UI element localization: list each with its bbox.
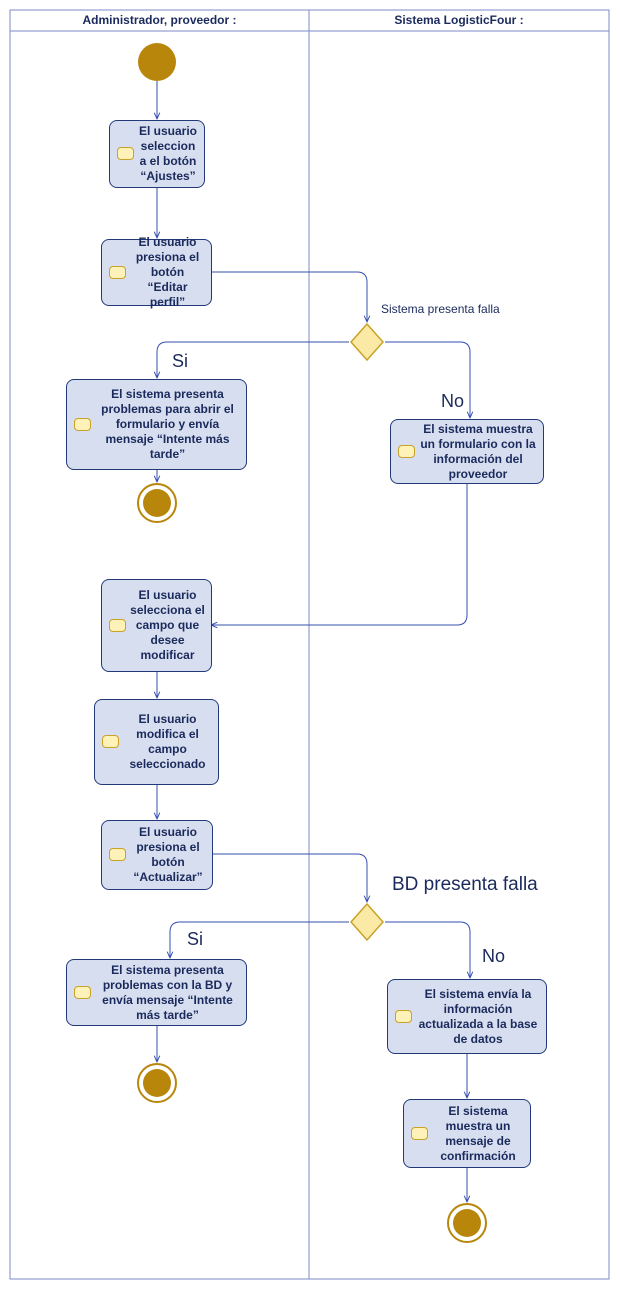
action-show-confirmation: El sistema muestra un mensaje de confirm… (403, 1099, 531, 1168)
decision-diamond-2 (349, 902, 385, 942)
action-label: El sistema muestra un formulario con la … (420, 421, 536, 481)
end-node-1 (137, 483, 177, 523)
flow-decision1-si (157, 341, 349, 378)
action-icon (411, 1126, 428, 1140)
action-label: El sistema presenta problemas para abrir… (101, 387, 234, 461)
lane-title-system: Sistema LogisticFour : (394, 13, 524, 27)
action-label: El usuario presiona el botón “Editar per… (135, 235, 200, 309)
decision-1-label: Sistema presenta falla (381, 302, 500, 316)
decision-2-si-label: Si (187, 929, 204, 949)
action-send-db: El sistema envía la información actualiz… (387, 979, 547, 1054)
decision-2-label: BD presenta falla (392, 874, 538, 895)
flow-decision2-si (170, 921, 349, 958)
action-press-editar-perfil: El usuario presiona el botón “Editar per… (101, 235, 212, 309)
action-label: El usuario presiona el botón “Actualizar… (133, 825, 203, 884)
action-icon (398, 444, 415, 458)
action-label: El usuario modifica el campo seleccionad… (129, 712, 206, 771)
decision-1-si-label: Si (172, 351, 189, 371)
action-select-ajustes: El usuario seleccion a el botón “Ajustes… (109, 120, 205, 188)
action-icon (395, 1009, 412, 1023)
action-show-form: El sistema muestra un formulario con la … (390, 419, 544, 484)
action-icon (117, 147, 134, 160)
action-label: El usuario seleccion a el botón “Ajustes… (138, 124, 197, 183)
flow-decision1-no (385, 341, 470, 418)
flow-update-to-decision2 (213, 853, 367, 902)
action-icon (109, 265, 126, 279)
flow-form-to-select (211, 484, 468, 625)
action-icon (102, 735, 119, 748)
action-icon (109, 848, 126, 861)
action-modify-field: El usuario modifica el campo seleccionad… (94, 699, 219, 785)
start-node (138, 43, 176, 81)
flow-editar-to-decision1 (212, 271, 367, 322)
end-node-3 (447, 1203, 487, 1243)
action-select-field: El usuario selecciona el campo que desee… (101, 579, 212, 672)
flow-decision2-no (385, 921, 470, 978)
action-error-db: El sistema presenta problemas con la BD … (66, 959, 247, 1026)
action-icon (74, 417, 91, 431)
action-label: El usuario selecciona el campo que desee… (130, 588, 205, 662)
action-icon (74, 985, 91, 999)
decision-diamond-1 (349, 322, 385, 362)
action-label: El sistema presenta problemas con la BD … (102, 962, 233, 1022)
decision-1-no-label: No (441, 391, 465, 411)
end-node-2 (137, 1063, 177, 1103)
action-press-actualizar: El usuario presiona el botón “Actualizar… (101, 820, 213, 890)
action-label: El sistema muestra un mensaje de confirm… (440, 1103, 516, 1163)
action-error-form: El sistema presenta problemas para abrir… (66, 379, 247, 470)
action-label: El sistema envía la información actualiz… (418, 986, 538, 1046)
decision-2-no-label: No (482, 946, 506, 966)
action-icon (109, 618, 126, 632)
lane-title-admin: Administrador, proveedor : (82, 13, 237, 27)
